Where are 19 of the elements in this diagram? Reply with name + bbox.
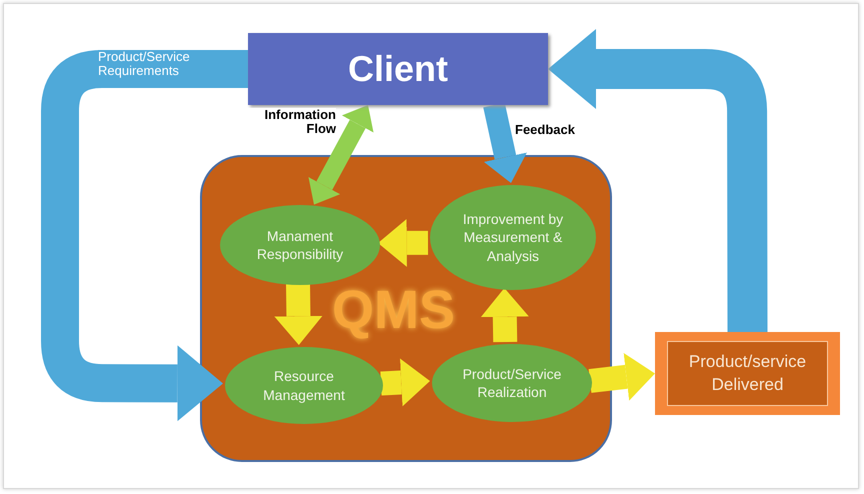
arrow (483, 102, 527, 183)
node-label: Resource Management (262, 367, 346, 404)
node-label: Manament Responsibility (256, 226, 344, 264)
arrow (41, 50, 248, 422)
node-label: Product/Service Realization (462, 364, 562, 402)
output-box (655, 332, 840, 415)
arrow (548, 29, 768, 332)
arrow (308, 105, 374, 205)
qms-heading: QMS (332, 279, 456, 341)
arrow (588, 352, 655, 401)
arrow (378, 218, 428, 267)
node-label: Client (348, 48, 448, 90)
arrow (480, 288, 529, 342)
arrow (380, 358, 430, 406)
arrow (274, 282, 322, 345)
client-box (248, 33, 548, 105)
node-label: Product/service Delivered (688, 351, 808, 396)
node-label: Improvement by Measurement & Analysis (462, 210, 564, 265)
qms-panel (200, 155, 612, 462)
